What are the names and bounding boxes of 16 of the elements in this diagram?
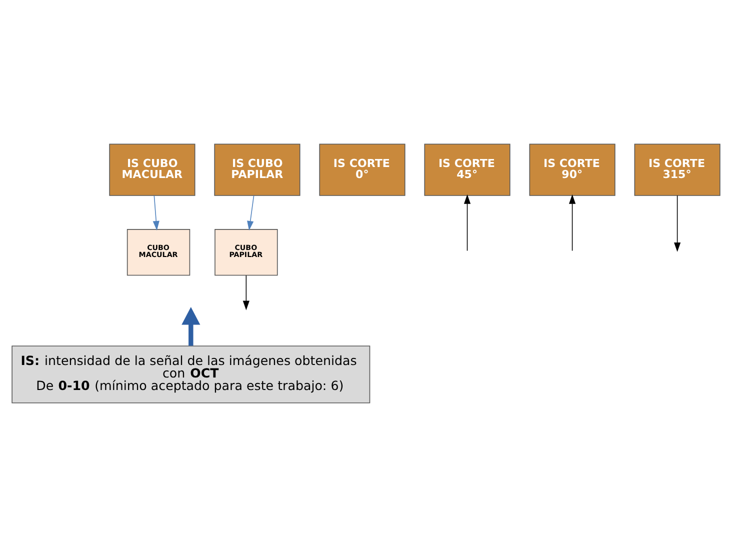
node-box: IS CORTE 0° (319, 144, 406, 196)
node-box: IS: intensidad de la señal de las imágenes obtenidas con OCT De 0-10 (mínimo aceptado para este trabajo: 6) (12, 346, 370, 404)
node-box: IS CUBO PAPILAR (214, 144, 300, 196)
arrow (674, 195, 681, 252)
node-box: IS CORTE 45° (424, 144, 510, 196)
arrow (247, 195, 254, 230)
node-box: CUBO MACULAR (126, 229, 190, 276)
arrow (464, 194, 471, 252)
arrow (182, 307, 200, 346)
node-box: IS CUBO MACULAR (109, 144, 196, 196)
arrow (152, 195, 160, 230)
node-box: IS CORTE 90° (529, 144, 616, 196)
arrow (568, 194, 576, 252)
node-box: IS CORTE 315° (634, 144, 720, 196)
node-box: CUBO PAPILAR (214, 229, 278, 276)
arrow (242, 275, 250, 310)
